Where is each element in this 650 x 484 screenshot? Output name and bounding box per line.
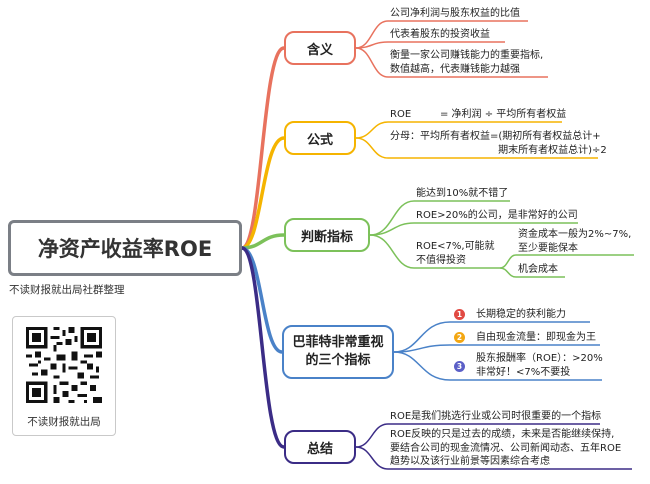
link-root-b1 [241, 46, 285, 250]
leaf-criteria-1: 能达到10%就不错了 [416, 188, 509, 199]
branch-buffett: 巴菲特非常重视 的三个指标 [282, 325, 394, 379]
branch-summary: 总结 [284, 430, 356, 464]
leaf-summary-1: ROE是我们挑选行业或公司时很重要的一个指标 [390, 411, 602, 422]
leaf-formula-roe: ROE [390, 109, 412, 120]
link-b3-l5 [499, 267, 565, 278]
link-b3-l3 [369, 234, 500, 269]
link-b2-l1 [355, 121, 562, 139]
leaf-criteria-3: ROE<7%,可能就 不值得投资 [416, 241, 495, 266]
link-root-b2 [241, 136, 285, 250]
link-b3-l2 [369, 222, 578, 236]
number-badge-1: 1 [454, 309, 465, 320]
branch-criteria: 判断指标 [284, 218, 370, 252]
leaf-meaning-1: 公司净利润与股东权益的比值 [390, 8, 520, 19]
link-root-b3 [241, 233, 285, 250]
number-badge-2: 2 [454, 332, 465, 343]
leaf-criteria-2: ROE>20%的公司，是非常好的公司 [416, 210, 578, 221]
link-root-b5 [241, 246, 285, 449]
qr-code-card: 不读财报就出局 [12, 316, 116, 436]
link-b3-l4 [499, 254, 634, 269]
leaf-criteria-3a: 资金成本一般为2%~7%, 至少要能保本 [518, 229, 632, 254]
link-b1-l3 [355, 47, 548, 78]
link-b5-l2 [355, 446, 632, 470]
link-b4-i2 [393, 344, 600, 353]
branch-meaning: 含义 [284, 31, 356, 65]
leaf-summary-2: ROE反映的只是过去的成绩，未来是否能继续保持, 要结合公司的现金流情况、公司新… [390, 429, 622, 467]
leaf-criteria-3b: 机会成本 [518, 264, 558, 275]
link-b4-i3 [393, 351, 602, 381]
qr-code-icon [26, 327, 102, 403]
link-b2-l2 [355, 137, 598, 159]
leaf-formula-expression: = 净利润 ÷ 平均所有者权益 [440, 109, 567, 120]
leaf-meaning-2: 代表着股东的投资收益 [390, 29, 490, 40]
leaf-formula-denominator: 分母：平均所有者权益=(期初所有者权益总计+ 期末所有者权益总计)÷2 [390, 131, 607, 156]
leaf-buffett-3: 股东报酬率（ROE）：>20% 非常好！<7%不要投 [476, 353, 603, 378]
branch-formula: 公式 [284, 121, 356, 155]
leaf-buffett-2: 自由现金流量：即现金为王 [476, 332, 596, 343]
link-b1-l2 [355, 41, 505, 49]
leaf-meaning-3: 衡量一家公司赚钱能力的重要指标, 数值越高，代表赚钱能力越强 [390, 50, 544, 75]
number-badge-3: 3 [454, 361, 465, 372]
leaf-buffett-1: 长期稳定的获利能力 [476, 309, 566, 320]
link-b5-l1 [355, 423, 600, 448]
root-node: 净资产收益率ROE [8, 220, 242, 276]
source-caption: 不读财报就出局社群整理 [9, 284, 125, 296]
link-b4-i1 [393, 321, 590, 353]
qr-code-label: 不读财报就出局 [27, 416, 101, 428]
